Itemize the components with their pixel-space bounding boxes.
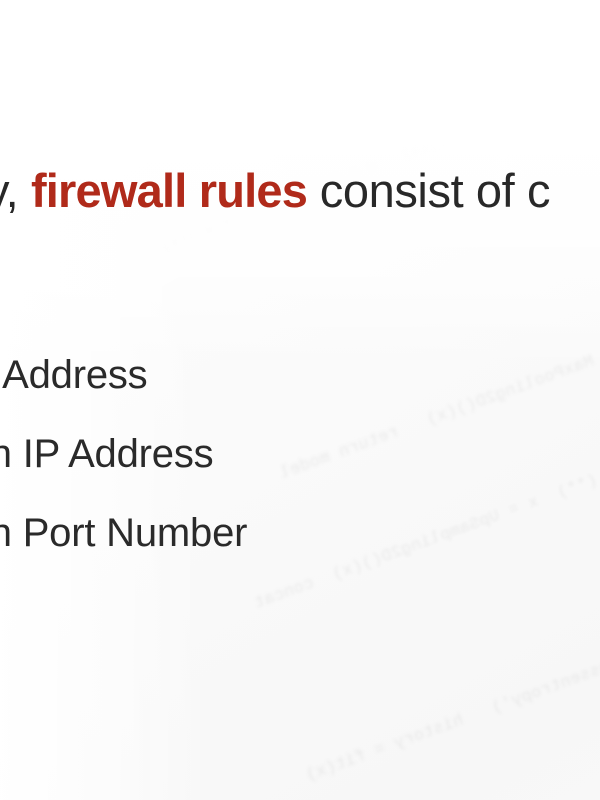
list-item: col: [0, 573, 600, 652]
headline-accent-term: firewall rules: [30, 164, 308, 217]
headline-trailing-text: consist of c: [307, 164, 551, 217]
list-item: ce IP Address: [0, 353, 148, 397]
slide-headline: y, firewall rules consist of c: [0, 160, 600, 222]
list-item: nation IP Address: [0, 432, 214, 476]
firewall-rule-component-list: ce IP Address nation IP Address nation P…: [0, 336, 600, 652]
list-item: nation Port Number: [0, 511, 248, 555]
headline-lead-text: y,: [0, 164, 19, 217]
